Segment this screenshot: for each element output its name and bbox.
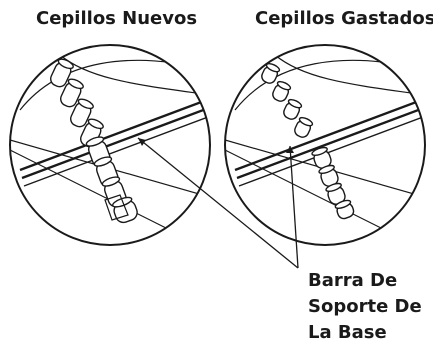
brush-row-upper-left [50, 58, 104, 148]
brush-row-upper-right [261, 62, 314, 138]
title-new-brushes: Cepillos Nuevos [36, 8, 198, 29]
magnifier-circle-right [224, 44, 426, 246]
callout-leader-lines [137, 137, 299, 269]
leader-line-right [289, 145, 299, 269]
brush-row-lower-right [311, 146, 355, 220]
new-brushes-detail [10, 54, 210, 231]
base-support-bar-left [19, 93, 210, 187]
leader-line-left [137, 137, 299, 269]
callout-label-line-1: Barra De [308, 270, 398, 291]
magnifier-circle-left [9, 44, 211, 246]
worn-brushes-detail [225, 54, 425, 231]
callout-label-line-2: Soporte De [308, 296, 422, 317]
arrowhead-left [138, 138, 146, 146]
callout-label-line-3: La Base [308, 322, 387, 343]
title-worn-brushes: Cepillos Gastados [255, 8, 433, 29]
arrowhead-right [286, 146, 294, 153]
base-support-bar-right [234, 93, 425, 187]
brush-row-lower-left [85, 136, 138, 224]
